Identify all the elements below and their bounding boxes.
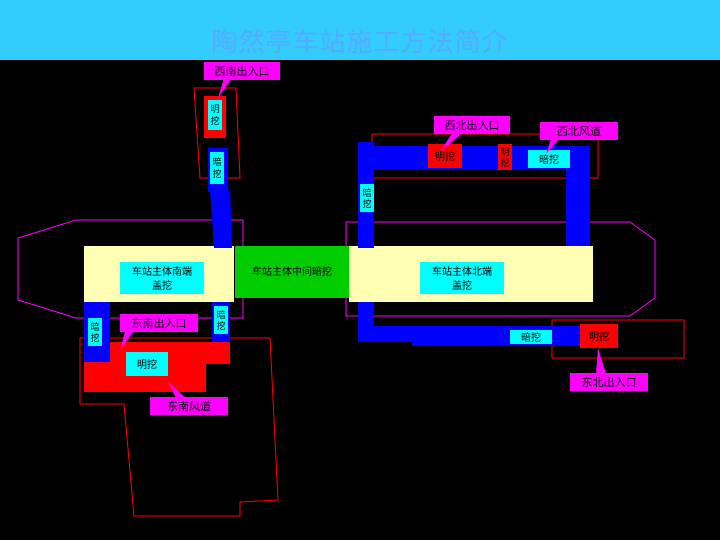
sw-exit-callout-box bbox=[204, 62, 280, 80]
nw-exit-callout-box bbox=[434, 116, 510, 134]
ne-exit-callout-text: 东北出入口 bbox=[582, 375, 637, 389]
ne-exit-open-cut-label: 明挖 bbox=[589, 330, 609, 343]
se-mined-west-label-2: 挖 bbox=[90, 332, 99, 344]
nw-vent-open-cut-label-1: 明 bbox=[500, 147, 509, 158]
se-mined-west-label-box bbox=[88, 318, 102, 346]
nw-mined-label-box bbox=[360, 184, 374, 212]
sw-exit-open-cut-label-1: 明 bbox=[210, 104, 219, 115]
nw-exit-open-cut-label: 明挖 bbox=[435, 150, 455, 163]
title-bar bbox=[0, 0, 720, 60]
se-exit-callout-pointer bbox=[120, 328, 136, 350]
nw-mined-label-1: 暗 bbox=[362, 187, 371, 199]
se-exit-callout-box bbox=[120, 314, 198, 332]
se-mined-west-label-1: 暗 bbox=[90, 321, 99, 333]
sw-exit-open-cut-label-box bbox=[208, 100, 222, 130]
middle-body bbox=[235, 246, 349, 298]
nw-vent-callout-box bbox=[540, 122, 618, 140]
ne-mined-label-box bbox=[510, 330, 552, 344]
nw-exit-callout-text: 西北出入口 bbox=[445, 118, 500, 132]
ne-exit-callout-box bbox=[570, 373, 648, 391]
sw-exit-mined-label-2: 挖 bbox=[212, 168, 221, 180]
sw-exit-callout-pointer bbox=[218, 78, 232, 98]
se-mined-east-label-box bbox=[214, 306, 228, 334]
north-end-label-line2: 盖挖 bbox=[452, 279, 472, 292]
se-exit-callout-text: 东南出入口 bbox=[132, 316, 187, 330]
page-title: 陶然亭车站施工方法简介 bbox=[211, 28, 509, 58]
ne-mined-label: 暗挖 bbox=[521, 331, 541, 344]
ne-exit-open-cut bbox=[580, 324, 618, 348]
nw-vent-mined-label-box bbox=[528, 150, 570, 168]
nw-vent-open-cut-label-2: 挖 bbox=[500, 157, 509, 169]
se-mined-east-label-2: 挖 bbox=[216, 320, 225, 332]
nw-vent-mined-label: 暗挖 bbox=[539, 153, 559, 166]
middle-label: 车站主体中间暗挖 bbox=[252, 265, 332, 278]
nw-vent-callout-text: 西北风道 bbox=[557, 124, 601, 138]
se-mined-east-label-1: 暗 bbox=[216, 309, 225, 321]
north-end-label-line1: 车站主体北端 bbox=[432, 265, 492, 278]
se-vent-callout-text: 东南风道 bbox=[167, 399, 211, 413]
ne-exit-callout-pointer bbox=[596, 348, 606, 374]
south-envelope bbox=[17, 219, 244, 319]
nw-exit-open-cut bbox=[428, 144, 462, 168]
sw-exit-mined-label-box bbox=[210, 152, 224, 184]
nw-vent-open-cut bbox=[498, 144, 512, 170]
sw-exit-open-cut-label-2: 挖 bbox=[210, 115, 219, 127]
sw-exit-mined-lower bbox=[210, 190, 232, 248]
se-open-cut-label: 明挖 bbox=[137, 358, 157, 371]
nw-exit-callout-pointer bbox=[440, 130, 466, 152]
se-vent-callout-pointer bbox=[168, 382, 186, 398]
se-vent-callout-box bbox=[150, 397, 228, 415]
se-open-cut-label-box bbox=[126, 352, 168, 376]
sw-exit-callout-text: 西南出入口 bbox=[215, 64, 270, 78]
south-end-label-box bbox=[120, 262, 204, 294]
south-end-label-line2: 盖挖 bbox=[152, 279, 172, 292]
north-envelope bbox=[345, 221, 656, 317]
se-vent-outline bbox=[79, 337, 279, 517]
nw-vent-callout-pointer bbox=[546, 136, 562, 154]
nw-mined-label-2: 挖 bbox=[362, 198, 371, 210]
south-end-label-line1: 车站主体南端 bbox=[132, 265, 192, 278]
sw-exit-mined-label-1: 暗 bbox=[212, 156, 221, 168]
north-end-label-box bbox=[420, 262, 504, 294]
